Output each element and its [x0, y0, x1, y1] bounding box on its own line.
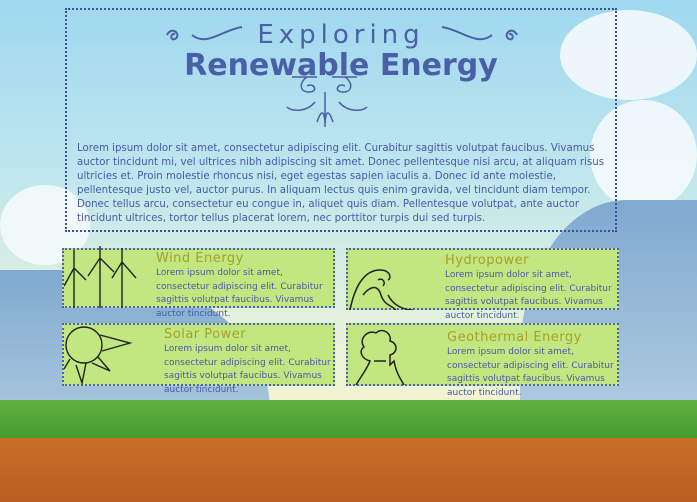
title-exploring: Exploring	[257, 20, 425, 50]
card-hydropower: Hydropower Lorem ipsum dolor sit amet, c…	[346, 248, 619, 321]
left-swirl-ornament	[166, 26, 243, 41]
card-text: Lorem ipsum dolor sit amet, consectetur …	[164, 344, 331, 395]
cloud	[560, 10, 697, 100]
wave-icon	[349, 269, 414, 310]
card-title: Hydropower	[445, 253, 529, 268]
right-swirl-ornament	[441, 26, 518, 41]
flourish-ornament	[286, 76, 368, 128]
intro-panel: Exploring Renewable Energy Lorem ipsum d…	[65, 8, 617, 232]
dirt-ground	[0, 438, 697, 502]
intro-paragraph-1: Lorem ipsum dolor sit amet, consectetur …	[77, 143, 605, 196]
card-text: Lorem ipsum dolor sit amet, consectetur …	[445, 270, 612, 321]
grass	[0, 400, 697, 445]
card-text: Lorem ipsum dolor sit amet, consectetur …	[156, 268, 323, 319]
cloud	[590, 100, 697, 210]
wind-turbine-icon	[64, 246, 137, 308]
intro-paragraph-2: Donec tellus arcu, consectetur eu congue…	[77, 199, 580, 224]
card-geothermal-energy: Geothermal Energy Lorem ipsum dolor sit …	[346, 323, 619, 398]
card-title: Wind Energy	[156, 251, 244, 266]
card-wind-energy: Wind Energy Lorem ipsum dolor sit amet, …	[62, 246, 335, 319]
card-solar-power: Solar Power Lorem ipsum dolor sit amet, …	[62, 323, 335, 395]
volcano-icon	[355, 329, 405, 385]
intro-paragraph: Lorem ipsum dolor sit amet, consectetur …	[77, 142, 607, 226]
card-text: Lorem ipsum dolor sit amet, consectetur …	[447, 347, 614, 398]
card-title: Geothermal Energy	[447, 330, 582, 345]
card-title: Solar Power	[164, 327, 247, 342]
sun-icon	[64, 326, 133, 385]
